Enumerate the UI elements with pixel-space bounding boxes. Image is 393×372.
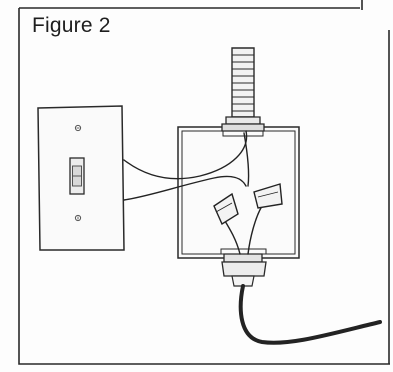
figure-frame: [18, 0, 390, 365]
switch-toggle: [69, 157, 85, 195]
top-conduit-cable: [221, 47, 265, 132]
bottom-cable-clamp: [221, 253, 267, 287]
switch-screw-top: [74, 124, 82, 132]
wire-nut-right: [253, 183, 283, 209]
wire-connectors: [213, 183, 283, 226]
figure-caption: Figure 2: [32, 14, 111, 37]
wire-nut-left: [213, 192, 239, 226]
switch-wires: [123, 130, 263, 255]
light-switch-plate: [37, 105, 125, 251]
switch-screw-bottom: [74, 214, 82, 222]
bottom-cable: [238, 284, 382, 345]
